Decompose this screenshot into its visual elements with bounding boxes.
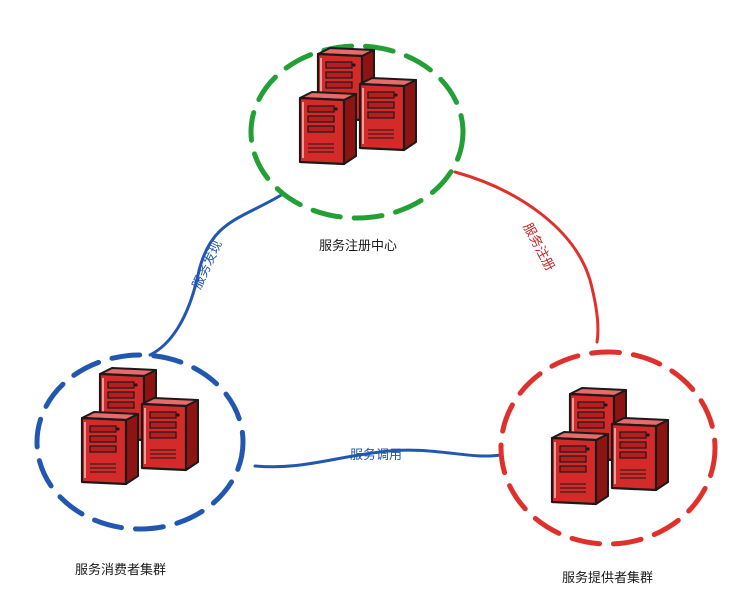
invocation-edge (253, 448, 502, 469)
provider-label: 服务提供者集群 (562, 570, 654, 585)
registration-label: 服务注册 (520, 220, 558, 273)
discovery-edge (148, 192, 285, 357)
registry-server-cluster-icon (300, 48, 416, 164)
consumer-label: 服务消费者集群 (75, 562, 167, 577)
provider-ring (498, 349, 718, 547)
discovery-label: 服务发现 (189, 238, 225, 291)
invocation-label: 服务调用 (350, 447, 402, 462)
consumer-server-cluster-icon (82, 368, 198, 484)
provider-server-cluster-icon (552, 388, 668, 504)
registry-label: 服务注册中心 (319, 238, 398, 253)
registration-edge (453, 170, 600, 344)
consumer-ring (34, 352, 246, 532)
registry-ring (248, 43, 466, 221)
